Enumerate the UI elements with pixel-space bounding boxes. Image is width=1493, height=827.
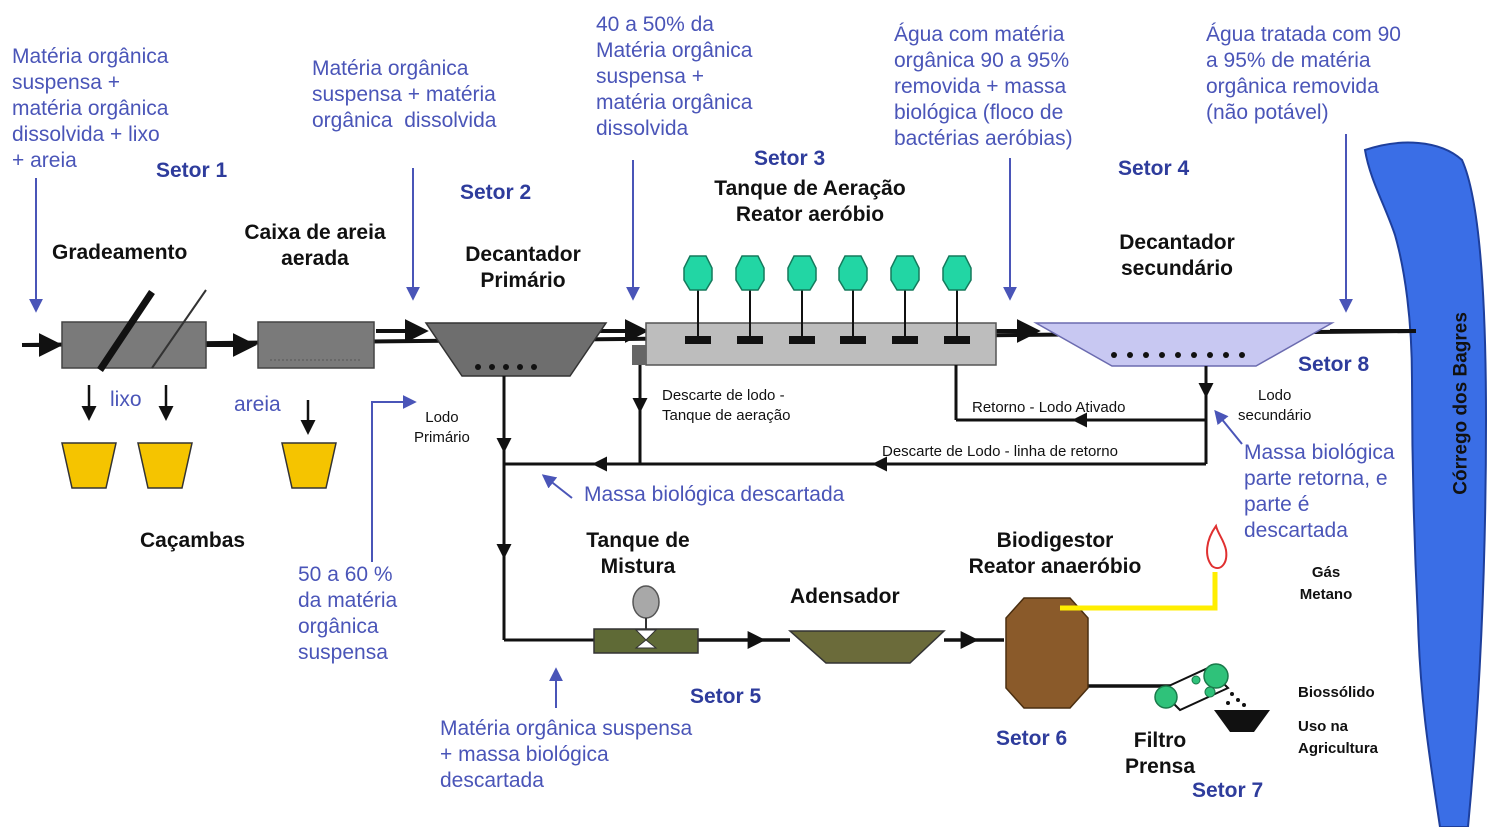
unit-cacambas: Caçambas xyxy=(140,529,246,552)
label-uso-agricultura: Uso na Agricultura xyxy=(1298,718,1379,757)
unit-decantador-primario: Decantador Primário xyxy=(465,243,581,292)
annotation-setor3-input: 40 a 50% da Matéria orgânica suspensa + … xyxy=(596,13,753,140)
label-lixo: lixo xyxy=(110,388,142,411)
aerators xyxy=(683,255,972,344)
sector-label-2: Setor 2 xyxy=(460,181,532,204)
river-shape xyxy=(1363,141,1488,827)
label-corrego: Córrego dos Bagres xyxy=(1450,312,1472,495)
cacambas-shapes xyxy=(61,442,337,489)
caixa-areia-box xyxy=(257,321,375,369)
label-descarte-tanque: Descarte de lodo - Tanque de aeração xyxy=(662,387,791,424)
unit-decantador-secundario: Decantador secundário xyxy=(1119,231,1235,280)
label-lodo-primario: Lodo Primário xyxy=(414,409,470,446)
unit-caixa-areia: Caixa de areia aerada xyxy=(244,221,386,270)
sector-label-6: Setor 6 xyxy=(996,727,1068,750)
label-gas-metano: Gás Metano xyxy=(1299,564,1353,603)
decantador-primario-shape xyxy=(424,322,608,377)
sector-label-8: Setor 8 xyxy=(1298,353,1370,376)
unit-biodigestor: Biodigestor Reator anaeróbio xyxy=(968,529,1142,578)
flame-icon xyxy=(1206,523,1228,569)
unit-adensador: Adensador xyxy=(790,585,900,608)
unit-gradeamento: Gradeamento xyxy=(52,241,188,264)
annotation-setor5-input: Matéria orgânica suspensa + massa biológ… xyxy=(440,717,693,792)
unit-tanque-mistura: Tanque de Mistura xyxy=(586,529,690,578)
annotation-massa-descartada: Massa biológica descartada xyxy=(584,483,845,506)
label-retorno-lodo: Retorno - Lodo Ativado xyxy=(972,399,1126,416)
label-lodo-secundario: Lodo secundário xyxy=(1238,387,1312,424)
unit-filtro-prensa: Filtro Prensa xyxy=(1124,729,1196,778)
sector-label-5: Setor 5 xyxy=(690,685,762,708)
label-biossolido: Biossólido xyxy=(1298,684,1375,701)
unit-tanque-aeracao: Tanque de Aeração Reator aeróbio xyxy=(714,177,906,226)
annotation-lodo-primario: 50 a 60 % da matéria orgânica suspensa xyxy=(298,563,398,664)
filtro-prensa-shape xyxy=(1154,663,1246,712)
annotation-setor8-output: Água tratada com 90 a 95% de matéria org… xyxy=(1206,23,1401,124)
biossolido-bin xyxy=(1214,710,1270,732)
gas-line xyxy=(1060,572,1218,611)
sector-label-7: Setor 7 xyxy=(1192,779,1264,802)
annotation-massa-retorno: Massa biológica parte retorna, e parte é… xyxy=(1244,441,1395,542)
sector-label-3: Setor 3 xyxy=(754,147,826,170)
label-areia: areia xyxy=(234,393,281,416)
biodigestor-shape xyxy=(1005,597,1089,709)
sector-label-1: Setor 1 xyxy=(156,159,228,182)
sector-label-4: Setor 4 xyxy=(1118,157,1190,180)
decantador-secundario-shape xyxy=(1033,322,1335,367)
annotation-setor1-input: Matéria orgânica suspensa + matéria orgâ… xyxy=(12,45,169,172)
adensador-shape xyxy=(788,630,946,664)
annotation-setor4-input: Água com matéria orgânica 90 a 95% remov… xyxy=(894,23,1073,150)
gradeamento-box xyxy=(61,321,207,369)
annotation-setor2-input: Matéria orgânica suspensa + matéria orgâ… xyxy=(312,57,497,132)
label-descarte-retorno: Descarte de Lodo - linha de retorno xyxy=(882,443,1118,460)
